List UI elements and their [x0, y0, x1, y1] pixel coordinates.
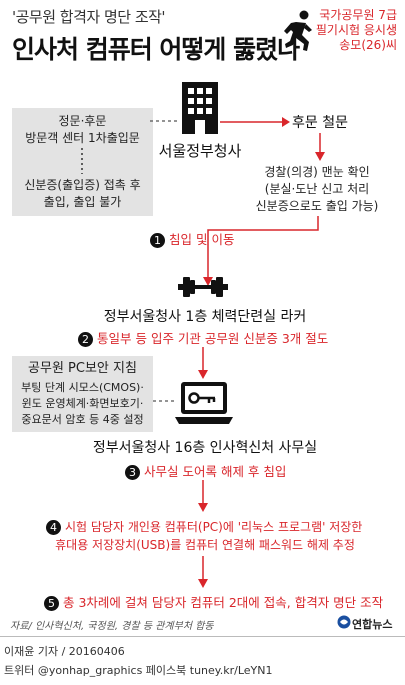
back-door-line-2: (분실·도난 신고 처리 [264, 182, 370, 196]
building-label: 서울정부청사 [158, 142, 242, 160]
office-label: 정부서울청사 16층 인사혁신처 사무실 [92, 440, 318, 456]
step-2: 2 통일부 등 입주 기관 공무원 신분증 3개 절도 [78, 328, 328, 347]
entrance-dotted-line [81, 148, 83, 174]
step-2-number: 2 [78, 332, 93, 347]
building-icon [182, 82, 218, 134]
back-door-line-1: 경찰(의경) 맨눈 확인 [264, 165, 370, 179]
step4-arrow [198, 556, 208, 588]
entrance-line-2: 방문객 센터 1차출입문 [25, 131, 140, 145]
back-door-arrow-line [220, 117, 290, 127]
pc-policy-title: 공무원 PC보안 지침 [28, 361, 137, 376]
suspect-line-1: 국가공무원 7급 [319, 8, 397, 22]
infographic-title: 인사처 컴퓨터 어떻게 뚫렸나 [12, 35, 300, 64]
source-note: 자료/ 인사혁신처, 국정원, 경찰 등 관계부처 합동 [10, 621, 214, 632]
laptop-key-icon [175, 382, 233, 424]
credit-reporter: 이재윤 기자 / 20160406 [4, 645, 125, 658]
step-4-line-2: 휴대용 저장장치(USB)를 컴퓨터 연결해 패스워드 해제 추정 [55, 538, 355, 552]
step-3-number: 3 [125, 465, 140, 480]
step-5-text: 총 3차례에 걸쳐 담당자 컴퓨터 2대에 접속, 합격자 명단 조작 [63, 595, 384, 610]
running-man-icon [284, 10, 312, 51]
suspect-line-2: 필기시험 응시생 [315, 23, 397, 37]
entrance-connector [150, 120, 180, 122]
step-2-text: 통일부 등 입주 기관 공무원 신분증 3개 절도 [97, 331, 329, 346]
step-4-line-1: 시험 담당자 개인용 컴퓨터(PC)에 '리눅스 프로그램' 저장한 [65, 520, 363, 534]
step3-arrow [198, 480, 208, 512]
step-4: 4 시험 담당자 개인용 컴퓨터(PC)에 '리눅스 프로그램' 저장한 [46, 520, 362, 535]
yonhap-logo-icon [337, 615, 351, 629]
pc-policy-line-1: 부팅 단계 시모스(CMOS)· [21, 381, 144, 394]
step-1-text: 침입 및 이동 [169, 232, 235, 247]
infographic-subtitle: '공무원 합격자 명단 조작' [12, 8, 166, 26]
credit-social: 트위터 @yonhap_graphics 페이스북 tuney.kr/LeYN1 [4, 664, 273, 677]
step-3-text: 사무실 도어록 해제 후 침입 [144, 464, 287, 479]
step-1: 1 침입 및 이동 [150, 229, 234, 248]
entrance-box [12, 108, 153, 216]
back-door-title: 후문 철문 [292, 115, 348, 131]
yonhap-logo-text: 연합뉴스 [352, 618, 393, 631]
step-1-number: 1 [150, 233, 165, 248]
suspect-info: 국가공무원 7급 필기시험 응시생 송모(26)씨 [312, 8, 397, 53]
pc-policy-line-2: 윈도 운영체계·화면보호기· [21, 397, 144, 410]
dumbbell-icon [178, 277, 228, 297]
pc-policy-box [12, 356, 153, 432]
back-door-line-3: 신분증으로도 출입 가능) [255, 199, 379, 213]
back-door-down-arrow [315, 133, 325, 161]
step-3: 3 사무실 도어록 해제 후 침입 [125, 461, 286, 480]
entrance-line-1: 정문·후문 [58, 114, 107, 128]
step2-arrow [198, 347, 208, 379]
step-5-number: 5 [44, 596, 59, 611]
pc-policy-connector [153, 400, 177, 402]
suspect-line-3: 송모(26)씨 [339, 38, 397, 52]
step-5: 5 총 3차례에 걸쳐 담당자 컴퓨터 2대에 접속, 합격자 명단 조작 [44, 592, 383, 611]
step-4-number: 4 [46, 520, 61, 535]
pc-policy-line-3: 중요문서 암호 등 4중 설정 [21, 413, 144, 426]
footer-divider [0, 636, 405, 637]
entrance-line-4: 출입, 출입 불가 [43, 195, 122, 209]
step1-connector [203, 216, 319, 286]
gym-label: 정부서울청사 1층 체력단련실 라커 [103, 309, 307, 325]
entrance-line-3: 신분증(출입증) 접촉 후 [24, 178, 141, 192]
